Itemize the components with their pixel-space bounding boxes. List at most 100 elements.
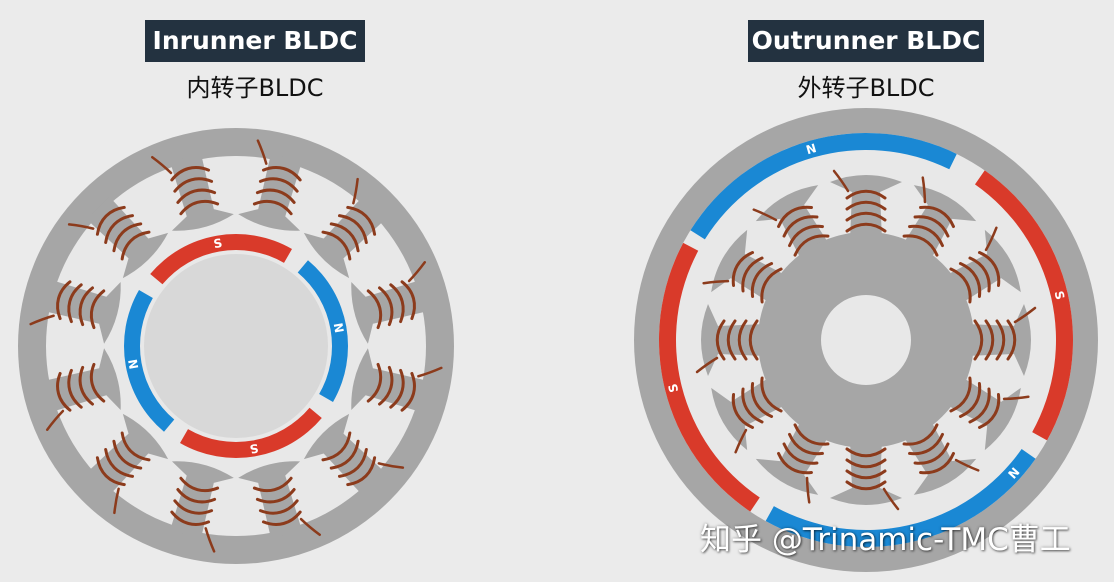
tooth-shape bbox=[238, 153, 302, 231]
coil-winding bbox=[949, 267, 972, 304]
coil-winding bbox=[984, 319, 995, 361]
coil-winding bbox=[793, 423, 830, 446]
coil-winding bbox=[400, 371, 416, 412]
tooth-shape bbox=[351, 348, 429, 412]
coil bbox=[29, 280, 106, 330]
coil-winding bbox=[346, 456, 377, 487]
coil-winding bbox=[255, 488, 296, 504]
magnet-pole-label: N bbox=[126, 358, 142, 370]
coil-winding bbox=[968, 387, 991, 424]
stator-tooth bbox=[238, 153, 302, 231]
coil-lead-wire bbox=[954, 458, 980, 472]
coil-winding bbox=[760, 376, 783, 413]
outrunner-subtitle: 外转子BLDC bbox=[797, 74, 935, 102]
stator-tooth bbox=[830, 440, 902, 505]
coil-winding bbox=[845, 447, 887, 458]
coil-lead-wire bbox=[702, 279, 730, 285]
coil-winding bbox=[179, 476, 220, 493]
coil-lead-wire bbox=[204, 527, 216, 553]
coil-winding bbox=[731, 251, 755, 287]
coil-lead-wire bbox=[832, 169, 850, 193]
tooth-shape bbox=[351, 280, 429, 344]
north-magnet bbox=[124, 290, 175, 432]
coil-winding bbox=[741, 256, 764, 293]
coil-winding bbox=[366, 289, 383, 330]
coil-winding bbox=[845, 480, 887, 491]
stator-tooth bbox=[43, 280, 121, 344]
coil-winding bbox=[378, 365, 394, 406]
magnet-pole-label: S bbox=[212, 236, 223, 251]
coil bbox=[832, 169, 887, 233]
coil bbox=[902, 176, 955, 257]
coil-winding bbox=[120, 431, 151, 462]
coil-winding bbox=[173, 499, 214, 515]
coil-winding bbox=[845, 189, 887, 200]
stator-tooth bbox=[43, 348, 121, 412]
coil-lead-wire bbox=[984, 226, 998, 252]
coil-winding bbox=[919, 451, 955, 475]
tooth-shape bbox=[966, 304, 1031, 376]
coil-winding bbox=[389, 368, 405, 409]
coil-winding bbox=[977, 251, 1001, 287]
south-magnet bbox=[150, 234, 292, 285]
tooth-shape bbox=[830, 175, 902, 240]
coil-winding bbox=[902, 234, 939, 257]
coil bbox=[170, 476, 220, 553]
coil-winding bbox=[56, 280, 72, 321]
coil-winding bbox=[261, 510, 302, 526]
tooth-shape bbox=[830, 440, 902, 505]
magnet-pole-label: S bbox=[249, 441, 260, 456]
coil-winding bbox=[252, 476, 293, 493]
coil-lead-wire bbox=[734, 428, 748, 454]
coil-winding bbox=[400, 280, 416, 321]
coil-winding bbox=[788, 432, 824, 456]
coil-lead-wire bbox=[45, 409, 65, 431]
coil-winding bbox=[845, 469, 887, 480]
stator-tooth bbox=[351, 280, 429, 344]
coil-winding bbox=[788, 224, 824, 248]
coil-winding bbox=[176, 188, 217, 204]
coil-lead-wire bbox=[352, 177, 359, 205]
north-magnet bbox=[297, 260, 348, 402]
stator-tooth bbox=[966, 304, 1031, 376]
coil-lead-wire bbox=[67, 223, 95, 230]
coil-winding bbox=[95, 205, 126, 236]
coil-lead-wire bbox=[151, 155, 173, 175]
coil-winding bbox=[104, 214, 135, 245]
tooth-shape bbox=[238, 461, 302, 539]
tooth-shape bbox=[43, 280, 121, 344]
coil-winding bbox=[329, 222, 360, 253]
coil-lead-wire bbox=[921, 176, 927, 204]
coil-winding bbox=[845, 211, 887, 222]
coil-winding bbox=[89, 289, 106, 330]
magnet-pole-label: S bbox=[1052, 290, 1068, 302]
tooth-shape bbox=[170, 461, 234, 539]
coil bbox=[702, 251, 783, 304]
inrunner-title: Inrunner BLDC bbox=[145, 20, 365, 62]
stator-tooth bbox=[238, 461, 302, 539]
coil-winding bbox=[378, 286, 394, 327]
coil-lead-wire bbox=[1013, 306, 1037, 324]
coil bbox=[95, 431, 151, 515]
coil-winding bbox=[908, 224, 944, 248]
inrunner-subtitle: 内转子BLDC bbox=[186, 74, 324, 102]
coil-winding bbox=[793, 234, 830, 257]
coil-winding bbox=[958, 382, 982, 418]
coil-winding bbox=[176, 488, 217, 504]
coil-winding bbox=[919, 205, 955, 229]
south-magnet bbox=[659, 242, 760, 512]
coil-winding bbox=[726, 319, 737, 361]
stator-tooth bbox=[351, 348, 429, 412]
coil-lead-wire bbox=[752, 208, 778, 222]
coil-lead-wire bbox=[1002, 395, 1030, 401]
coil-lead-wire bbox=[299, 517, 321, 537]
coil-winding bbox=[750, 382, 774, 418]
coil-winding bbox=[908, 432, 944, 456]
stator-tooth bbox=[830, 175, 902, 240]
coil bbox=[973, 306, 1037, 361]
stator-tooth bbox=[170, 461, 234, 539]
coil-winding bbox=[995, 319, 1006, 361]
coil-winding bbox=[170, 510, 211, 526]
